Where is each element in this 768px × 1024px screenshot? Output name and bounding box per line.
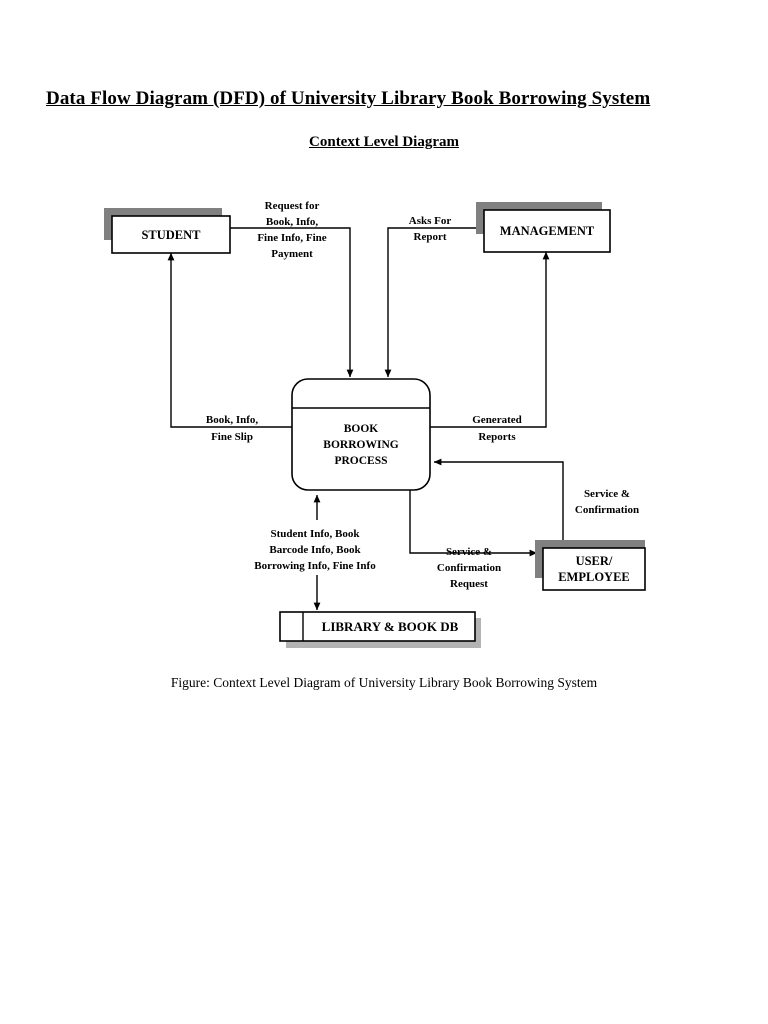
flow-label-asks-for-report: Asks For Report (409, 215, 452, 243)
flow-label-service-confirmation-line1: Service & (584, 488, 630, 500)
flow-label-generated-reports: Generated Reports (472, 414, 521, 443)
student-box (111, 215, 231, 254)
flow-line-book-info-fine-slip (167, 252, 292, 428)
flow-label-service-confirmation-request-line3: Request (450, 578, 488, 590)
flow-label-request-for-book-line2: Book, Info, (266, 216, 319, 228)
entity-user-employee-label-line1: USER/ (576, 554, 613, 568)
flow-label-service-confirmation-request-line1: Service & (446, 546, 492, 558)
page-subtitle: Context Level Diagram (309, 134, 459, 150)
flow-label-student-book-info-line1: Student Info, Book (271, 528, 361, 540)
flow-label-student-book-info-line2: Barcode Info, Book (269, 544, 361, 556)
process-box (291, 378, 431, 491)
flow-label-book-info-fine-slip-line1: Book, Info, (206, 414, 259, 426)
entity-management[interactable]: MANAGEMENT (476, 202, 611, 253)
process-label-line1: BOOK (344, 423, 379, 435)
flow-label-asks-for-report-line2: Report (414, 231, 447, 243)
user-employee-box (542, 547, 646, 591)
entity-student[interactable]: STUDENT (104, 208, 231, 254)
flow-label-request-for-book-line3: Fine Info, Fine (257, 232, 326, 244)
flow-label-student-book-info: Student Info, Book Barcode Info, Book Bo… (254, 528, 376, 572)
flow-line-generated-reports (430, 251, 550, 428)
entity-student-label: STUDENT (141, 228, 201, 242)
management-box (483, 209, 611, 253)
flow-label-service-confirmation-line2: Confirmation (575, 504, 639, 516)
flow-label-book-info-fine-slip-line2: Fine Slip (211, 431, 253, 443)
flow-line-request-for-book (222, 227, 354, 378)
flow-label-request-for-book-line1: Request for (265, 200, 320, 212)
flow-label-service-confirmation: Service & Confirmation (575, 488, 639, 516)
process-book-borrowing[interactable]: BOOK BORROWING PROCESS (291, 378, 431, 491)
datastore-label: LIBRARY & BOOK DB (322, 619, 459, 634)
flow-line-service-confirmation (433, 458, 564, 548)
entity-user-employee[interactable]: USER/ EMPLOYEE (535, 540, 646, 591)
flow-label-generated-reports-line1: Generated (472, 414, 521, 426)
flow-label-student-book-info-line3: Borrowing Info, Fine Info (254, 560, 376, 572)
flow-label-request-for-book: Request for Book, Info, Fine Info, Fine … (257, 200, 326, 260)
flow-label-generated-reports-line2: Reports (478, 431, 516, 443)
figure-caption: Figure: Context Level Diagram of Univers… (170, 675, 598, 690)
flow-label-service-confirmation-request-line2: Confirmation (437, 562, 501, 574)
dfd-diagram: STUDENT MANAGEMENT USER/ EMPLOYEE BOOK B (0, 170, 768, 670)
flow-label-book-info-fine-slip: Book, Info, Fine Slip (206, 414, 259, 443)
entity-management-label: MANAGEMENT (500, 224, 595, 238)
datastore-box (279, 611, 476, 642)
entity-user-employee-label-line2: EMPLOYEE (558, 570, 630, 584)
process-label-line2: BORROWING (323, 439, 398, 451)
flow-label-request-for-book-line4: Payment (271, 248, 313, 260)
flow-line-asks-for-report (384, 227, 484, 378)
flow-line-service-confirmation-request (409, 490, 538, 557)
flow-label-service-confirmation-request: Service & Confirmation Request (437, 546, 501, 590)
datastore-library-book-db[interactable]: LIBRARY & BOOK DB (279, 611, 481, 648)
process-label-line3: PROCESS (334, 455, 387, 467)
page-title: Data Flow Diagram (DFD) of University Li… (46, 88, 651, 109)
flow-label-asks-for-report-line1: Asks For (409, 215, 452, 227)
